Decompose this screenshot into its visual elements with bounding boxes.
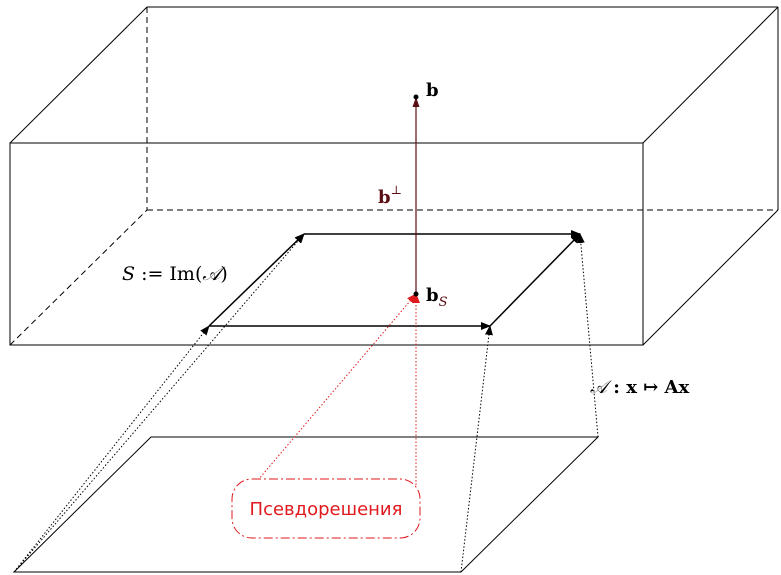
box-front-face <box>9 142 644 346</box>
image-edge-left <box>208 233 305 327</box>
pseudo-solution-label: Псевдорешения <box>250 499 403 520</box>
label-b-perp-main: b <box>378 187 391 208</box>
label-s-definition: S := Im(𝒜) <box>122 263 228 285</box>
map-arrow-1 <box>13 325 210 573</box>
label-s-op: := Im( <box>135 263 202 285</box>
mapping-arrows <box>13 233 599 573</box>
box-bottom-right-edge <box>642 209 779 346</box>
pseudo-solution-lines <box>257 293 420 485</box>
label-map-rest: : x ↦ A <box>607 377 680 398</box>
box-hidden-diagonal <box>9 209 148 346</box>
label-s-lhs: S <box>122 263 135 285</box>
label-map-x: x <box>679 377 690 398</box>
label-s-close: ) <box>220 263 227 285</box>
box-hidden-edges <box>9 7 778 346</box>
map-arrow-4 <box>576 233 599 438</box>
label-mapping: 𝒜 : x ↦ Ax <box>590 377 690 398</box>
label-b-perp: b⊥ <box>378 183 402 208</box>
label-b-s: bS <box>426 285 448 310</box>
box-top-left-edge <box>9 6 148 144</box>
label-map-sym: 𝒜 <box>590 377 612 398</box>
label-b-perp-sup: ⊥ <box>391 183 402 197</box>
label-b: b <box>426 80 439 101</box>
pseudo-solution-box <box>231 478 421 539</box>
label-b-s-sub: S <box>439 295 448 310</box>
image-edge-right <box>489 233 581 327</box>
point-b <box>413 94 419 100</box>
map-arrow-2 <box>13 233 305 573</box>
space-box <box>9 6 779 346</box>
box-top-right-edge <box>642 6 779 144</box>
image-subspace <box>208 230 581 330</box>
point-b-s <box>413 291 419 297</box>
map-arrow-3 <box>460 325 493 573</box>
pseudo-line-left <box>257 293 417 481</box>
label-b-s-main: b <box>426 285 439 306</box>
